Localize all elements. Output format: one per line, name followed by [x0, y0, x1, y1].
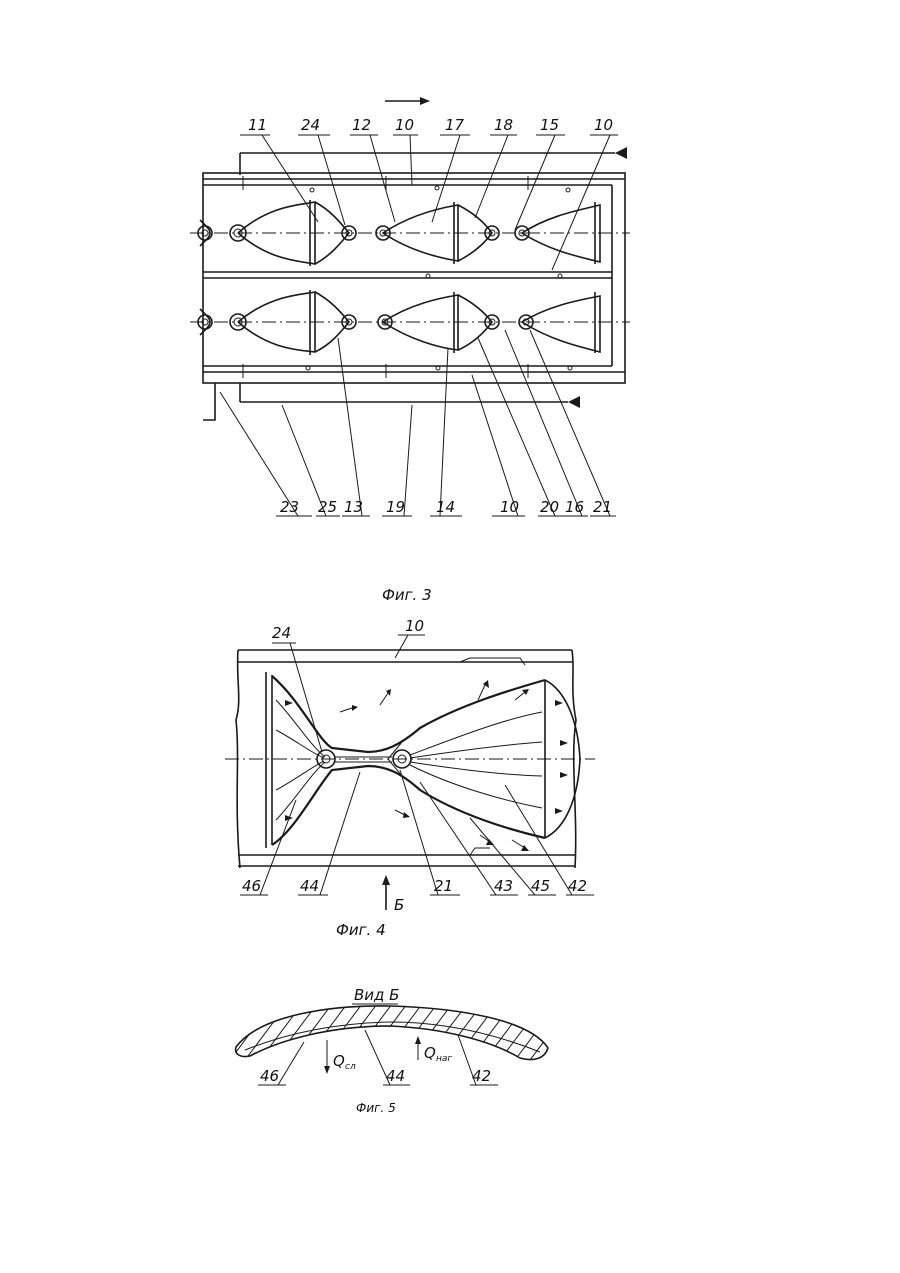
- fig5-drawing: Вид Б: [200, 986, 590, 1115]
- fig4-drawing: 24 10 46 44 21 43 45 42 Б Фиг. 4: [225, 617, 595, 939]
- fig3-label-17: 17: [445, 116, 465, 134]
- fig3-nodes: [198, 176, 572, 378]
- fig3-label-12: 12: [352, 116, 371, 134]
- fig5-label-46: 46: [260, 1067, 279, 1085]
- fig3-label-10c: 10: [500, 498, 519, 516]
- view-b-arrow-icon: [382, 875, 390, 910]
- fig3-label-10b: 10: [594, 116, 613, 134]
- fig3-caption: Фиг. 3: [382, 586, 432, 604]
- fig3-label-19: 19: [386, 498, 405, 516]
- fig3-top-leaders: [240, 135, 618, 270]
- fig3-label-10a: 10: [395, 116, 414, 134]
- fig3-label-16: 16: [565, 498, 584, 516]
- fig3-label-21: 21: [593, 498, 612, 516]
- fig5-q-right-sub: наг: [436, 1054, 452, 1064]
- fig3-bottom-labels: 23 25 13 19 14 10 20 16 21: [280, 498, 612, 516]
- fig4-label-46: 46: [242, 877, 261, 895]
- fig4-label-43: 43: [494, 877, 513, 895]
- fig3-label-25: 25: [318, 498, 337, 516]
- fig5-caption: Фиг. 5: [356, 1101, 396, 1115]
- fig4-label-44: 44: [300, 877, 319, 895]
- flow-direction-arrow-icon: [385, 97, 430, 105]
- fig3-bottom-leaders: [220, 330, 616, 516]
- fig3-label-24: 24: [301, 116, 320, 134]
- fig3-label-20: 20: [540, 498, 559, 516]
- fig4-label-21: 21: [434, 877, 453, 895]
- fig3-label-11: 11: [248, 116, 267, 134]
- fig3-label-15: 15: [540, 116, 559, 134]
- fig4-label-10: 10: [405, 617, 424, 635]
- fig5-label-44: 44: [386, 1067, 405, 1085]
- fig4-label-42: 42: [568, 877, 587, 895]
- fig5-label-42: 42: [472, 1067, 491, 1085]
- fig3-label-14: 14: [436, 498, 455, 516]
- fig4-view-marker: Б: [394, 896, 404, 914]
- fig5-q-left: Q: [333, 1052, 345, 1070]
- fig3-drawing: 11 24 12 10 17 18 15 10 23 25 13 19 14: [190, 97, 630, 604]
- fig3-top-labels: 11 24 12 10 17 18 15 10: [248, 116, 613, 134]
- fig3-label-23: 23: [280, 498, 299, 516]
- fig4-streamlines: [276, 700, 542, 820]
- fig4-flow-arrows: [285, 658, 568, 855]
- fig5-title: Вид Б: [354, 986, 399, 1004]
- fig5-q-right: Q: [424, 1044, 436, 1062]
- fig4-label-45: 45: [531, 877, 550, 895]
- fig3-label-18: 18: [494, 116, 513, 134]
- fig4-bottom-labels: 46 44 21 43 45 42: [242, 877, 587, 895]
- fig4-label-24: 24: [272, 624, 291, 642]
- fig4-caption: Фиг. 4: [336, 921, 386, 939]
- fig3-label-13: 13: [344, 498, 363, 516]
- fig5-q-left-sub: сл: [345, 1062, 356, 1072]
